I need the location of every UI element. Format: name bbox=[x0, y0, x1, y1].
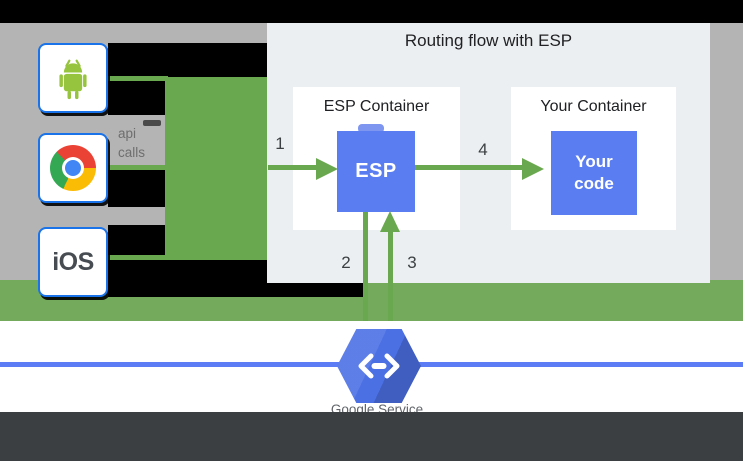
your-container-title: Your Container bbox=[540, 98, 647, 115]
chrome-connector-line bbox=[108, 165, 168, 170]
step-1-label: 1 bbox=[275, 134, 285, 153]
arrow-1-head bbox=[316, 158, 338, 180]
arrow-2-line bbox=[363, 212, 368, 321]
arrow-1-shaft bbox=[268, 165, 316, 170]
api-calls-label: api calls bbox=[118, 126, 146, 160]
arrow-4-shaft bbox=[415, 165, 523, 170]
esp-box-artifact bbox=[358, 124, 384, 133]
client-card-ios: iOS bbox=[38, 227, 108, 297]
client-card-android bbox=[38, 43, 108, 113]
android-icon bbox=[59, 59, 87, 100]
esp-box-label: ESP bbox=[355, 160, 397, 182]
transparent-gap bbox=[108, 43, 268, 77]
android-connector-line bbox=[108, 76, 168, 81]
step-3-label: 3 bbox=[407, 253, 417, 272]
esp-box: ESP bbox=[337, 131, 415, 212]
cloud-endpoints-icon bbox=[337, 329, 421, 403]
your-code-label: Your code bbox=[574, 151, 614, 193]
ios-connector-line bbox=[108, 255, 168, 260]
esp-container-title: ESP Container bbox=[323, 98, 430, 115]
panel-title: Routing flow with ESP bbox=[404, 31, 573, 50]
transparent-gap bbox=[165, 260, 268, 297]
top-black-bar bbox=[0, 0, 743, 23]
arrow-3-head bbox=[380, 211, 400, 232]
transparent-gap bbox=[268, 283, 363, 297]
step-4-label: 4 bbox=[478, 140, 488, 159]
arrow-3-line bbox=[388, 229, 393, 321]
bottom-dark-bar bbox=[0, 412, 743, 461]
ios-label: iOS bbox=[52, 247, 94, 276]
arrow-4-head bbox=[522, 158, 544, 180]
client-card-chrome bbox=[38, 133, 108, 203]
gap-gray-row bbox=[108, 207, 165, 225]
chrome-icon bbox=[50, 145, 96, 191]
code-brackets-glyph bbox=[358, 353, 400, 379]
occluded-text-fragment bbox=[143, 120, 161, 126]
transparent-gap-column bbox=[108, 77, 165, 297]
your-code-box: Your code bbox=[551, 131, 637, 215]
clients-traffic-bar bbox=[165, 77, 268, 281]
step-2-label: 2 bbox=[341, 253, 351, 272]
